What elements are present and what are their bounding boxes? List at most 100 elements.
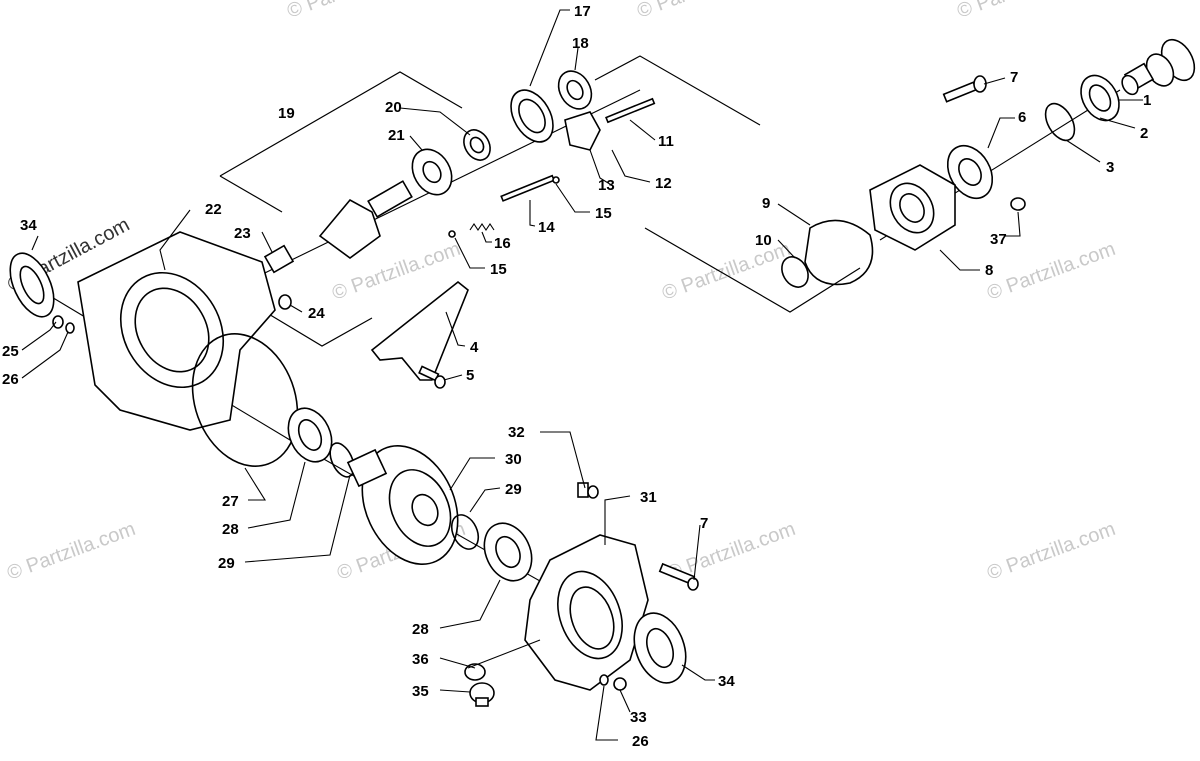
leader-4 — [445, 311, 466, 347]
callout-29-lower: 29 — [218, 555, 235, 572]
parts — [9, 38, 1196, 707]
callout-6: 6 — [1018, 109, 1026, 126]
leader-12 — [611, 149, 651, 183]
callout-3: 3 — [1106, 159, 1114, 176]
part-3-snap-ring — [1044, 102, 1076, 142]
part-1-output-flange — [1121, 38, 1196, 96]
leader-37 — [1005, 211, 1021, 237]
callout-14: 14 — [538, 219, 555, 236]
part-10-snap-ring — [781, 256, 809, 288]
part-17-bearing — [510, 89, 554, 143]
leader-16 — [481, 231, 492, 243]
bracket-19-bottom — [219, 175, 283, 213]
watermark-text: © Partzilla.com — [284, 0, 418, 23]
leader-11 — [629, 119, 656, 141]
leader-13 — [589, 149, 614, 187]
part-2-oil-seal — [1080, 74, 1120, 122]
leader-29a — [244, 474, 351, 563]
part-36-o-ring — [464, 663, 486, 681]
assembly-brackets — [219, 55, 861, 347]
callout-11: 11 — [658, 133, 674, 150]
part-11-shift-rod — [605, 97, 656, 124]
leader-25 — [21, 321, 57, 351]
leader-3 — [1065, 139, 1101, 163]
part-15-ball-upper — [552, 176, 560, 184]
leader-32 — [540, 431, 586, 489]
callout-35: 35 — [412, 683, 429, 700]
callout-32: 32 — [508, 424, 525, 441]
leader-27 — [244, 467, 266, 501]
callout-24: 24 — [308, 305, 325, 322]
callout-1: 1 — [1143, 92, 1151, 109]
part-6-bearing — [946, 144, 994, 200]
callout-23: 23 — [234, 225, 251, 242]
callout-12: 12 — [655, 175, 672, 192]
part-31-cover — [524, 534, 649, 691]
callout-5: 5 — [466, 367, 474, 384]
callout-15-upper: 15 — [595, 205, 612, 222]
part-22-main-housing — [77, 231, 276, 431]
leader-6 — [987, 117, 1015, 149]
callout-7-upper: 7 — [1010, 69, 1018, 86]
callout-26-left: 26 — [2, 371, 19, 388]
part-37-plug — [1010, 197, 1026, 211]
callout-29-upper: 29 — [505, 481, 522, 498]
part-23-needle-bearing — [263, 244, 295, 274]
callout-16: 16 — [494, 235, 511, 252]
callout-36: 36 — [412, 651, 429, 668]
leader-30 — [449, 457, 495, 491]
callout-17: 17 — [574, 3, 591, 20]
leader-33 — [619, 689, 631, 713]
watermark-text: © Partzilla.com — [984, 518, 1118, 585]
bracket-19-top — [219, 71, 463, 177]
callout-7-lower: 7 — [700, 515, 708, 532]
bracket-8-bottom — [644, 227, 861, 313]
part-25-washer — [52, 315, 64, 329]
leader-24 — [289, 304, 303, 313]
part-pinion-gear — [318, 180, 413, 259]
part-18-bearing — [557, 70, 593, 110]
callout-33: 33 — [630, 709, 647, 726]
callout-8: 8 — [985, 262, 993, 279]
leader-26a — [21, 331, 69, 379]
part-4-bracket — [370, 280, 469, 381]
leader-15a — [555, 183, 590, 213]
leader-36 — [439, 657, 476, 669]
callout-28-upper: 28 — [222, 521, 239, 538]
leader-2 — [1099, 117, 1136, 129]
leader-14 — [529, 200, 536, 227]
leader-31 — [604, 495, 631, 545]
part-24-bushing — [278, 294, 292, 310]
part-16-spring — [469, 223, 495, 231]
part-28-bearing-lower — [483, 522, 533, 582]
leader-7b — [693, 524, 701, 581]
callout-30: 30 — [505, 451, 522, 468]
leader-29b — [469, 487, 501, 513]
callout-26-right: 26 — [632, 733, 649, 750]
leader-28a — [247, 461, 306, 529]
leader-22 — [159, 209, 191, 271]
leader-35 — [439, 689, 471, 693]
callout-31: 31 — [640, 489, 657, 506]
leader-20 — [399, 107, 471, 136]
leader-26b — [595, 685, 618, 741]
part-21-bearing — [411, 148, 453, 196]
callout-9: 9 — [762, 195, 770, 212]
part-29-shim-lower — [450, 514, 480, 550]
leader-34a — [31, 235, 39, 251]
callout-labels: 1 2 3 4 5 6 7 7 8 9 10 11 12 13 14 15 15… — [2, 3, 1151, 750]
leader-18 — [574, 47, 579, 71]
callout-28-lower: 28 — [412, 621, 429, 638]
callout-34-left: 34 — [20, 217, 37, 234]
callout-37: 37 — [990, 231, 1007, 248]
callout-22: 22 — [205, 201, 222, 218]
part-34-oil-seal-right — [633, 612, 687, 684]
callout-21: 21 — [388, 127, 405, 144]
leader-36b — [467, 639, 541, 669]
leader-21 — [409, 135, 423, 151]
leader-23 — [261, 231, 273, 253]
callout-4: 4 — [470, 339, 479, 356]
part-26-nut — [65, 322, 75, 334]
part-13-shift-fork — [564, 111, 601, 151]
